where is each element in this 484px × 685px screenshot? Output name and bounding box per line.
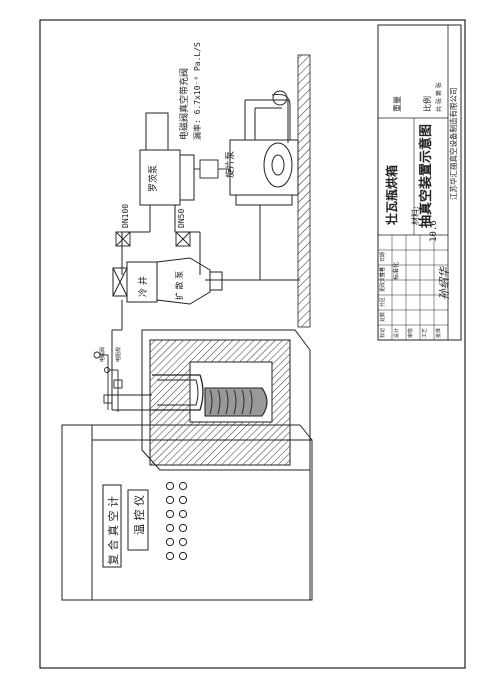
col-label-3: 签名: [379, 267, 386, 277]
valve-label: 电磁阀真空带充阀: [178, 68, 190, 140]
roots-pump: [139, 112, 195, 206]
dn100-valve: [115, 231, 131, 247]
rotary-pump-label: 旋片泵: [224, 151, 236, 178]
gauge-label-2: 电阻规: [115, 347, 122, 362]
roots-pump-label: 罗茨泵: [147, 165, 159, 192]
leak-rate: 漏率: 6.7x10⁻⁹ Pa.L/S: [192, 42, 202, 140]
cold-trap-label: 冷 井: [137, 276, 149, 297]
cold-trap: [112, 261, 158, 303]
weight-label: 重量: [392, 96, 402, 112]
row-label-3: 工艺: [422, 328, 428, 338]
gauge-label-1: 电磁阀: [99, 347, 106, 362]
sheet-label: 共 张 第 张: [435, 82, 443, 112]
dn50-valve: [175, 231, 191, 247]
dn100-label: DN100: [121, 204, 130, 228]
vacuum-gauge-label: 复 合 真 空 计: [106, 496, 120, 565]
drawing-frame: [39, 19, 466, 669]
sign-date: 10.6: [429, 220, 439, 242]
dn50-label: DN50: [177, 209, 186, 228]
temp-controller-label: 温 控 仪: [132, 495, 146, 535]
col-label-2: 更改文件号: [379, 267, 386, 292]
signature: 孙绍华: [438, 265, 451, 300]
diffusion-pump: [156, 257, 223, 305]
row-label-2: 审核: [407, 328, 414, 338]
diffusion-pump-label: 扩 散 泵: [174, 271, 184, 300]
title-block: 江苏华汇丽真空设备制造有限公司 壮瓦瓶烘箱 抽真空装置示意图 重量 比例 材料:…: [377, 24, 462, 341]
scale-label: 比例: [422, 96, 432, 112]
solenoid-valve: [194, 159, 230, 179]
drawing-title-1: 壮瓦瓶烘箱: [384, 165, 399, 225]
col-label-0: 处数: [379, 312, 386, 322]
row-label-1: 设计: [393, 328, 400, 338]
company-name: 江苏华汇丽真空设备制造有限公司: [448, 88, 458, 201]
drawing-title-2: 抽真空装置示意图: [418, 124, 434, 228]
std-label: 标准化: [392, 262, 400, 280]
floor-hatch: [297, 54, 311, 328]
row-label-4: 批准: [435, 328, 442, 338]
vacuum-gauges: [93, 351, 152, 412]
row-label-0: 标记: [379, 328, 386, 338]
col-label-1: 分区: [379, 297, 386, 307]
material-label: 材料:: [410, 206, 420, 225]
col-label-4: 日期: [380, 252, 386, 262]
control-buttons[interactable]: [165, 481, 188, 561]
rotary-vane-pump: [229, 90, 299, 206]
vacuum-oven: [141, 329, 311, 471]
